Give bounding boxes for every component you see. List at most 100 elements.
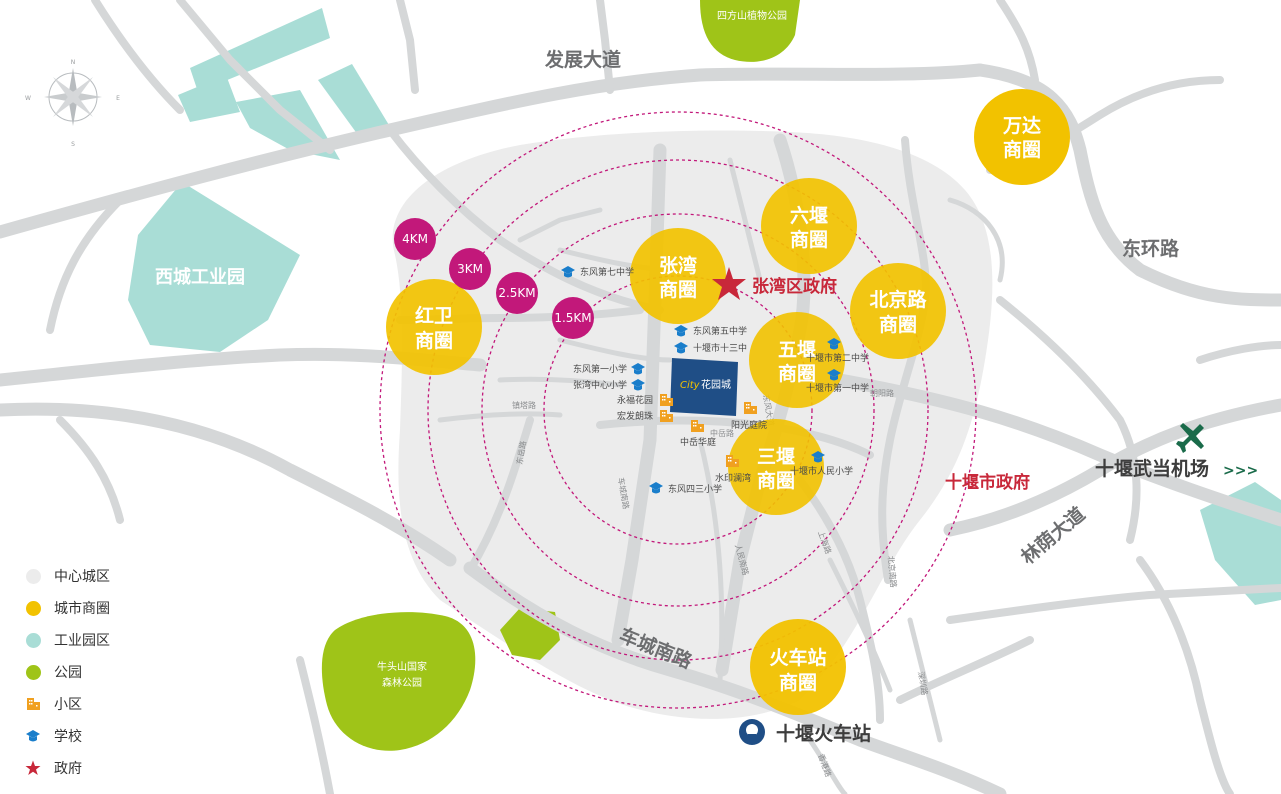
business-circle-label: 张湾 [659,254,697,277]
distance-badge-label: 4KM [402,232,428,246]
road-label-small: 镇塔路 [512,400,536,410]
sifangshan-park-label: 四方山植物公园 [717,9,787,22]
community-marker[interactable]: 宏发朗珠 [617,410,673,422]
shiyan-government-label[interactable]: 十堰市政府 [945,472,1030,493]
business-circle-label: 六堰 [790,204,828,227]
business-circle-label: 红卫 [415,304,453,327]
school-marker[interactable]: 十堰市第二中学 [806,338,869,364]
school-label: 张湾中心小学 [573,379,627,391]
school-label: 十堰市第二中学 [806,352,869,364]
legend-label: 小区 [54,697,82,713]
center-dot-icon [25,568,41,584]
legend-item-park: 公园 [24,656,164,688]
school-marker[interactable]: 十堰市十三中 [674,342,747,354]
railway-icon [739,719,765,745]
project-city-huayuancheng[interactable]: City 花园城 [670,358,738,416]
road-label-small: 北京南路 [886,555,899,588]
compass-w: W [25,95,31,102]
business-circle-label: 三堰 [757,446,795,468]
business-circle-label: 商圈 [778,362,816,385]
community-label: 宏发朗珠 [617,410,653,422]
school-marker[interactable]: 东风第一小学 [573,363,645,375]
distance-badge-2-5km: 2.5KM [496,272,538,314]
compass-n: N [71,59,76,66]
railway-station-label: 十堰火车站 [776,722,871,745]
legend-item-community: 小区 [24,688,164,720]
business-circle-label: 商圈 [659,278,697,301]
legend-item-business: 城市商圈 [24,592,164,624]
compass-e: E [116,95,120,102]
school-marker[interactable]: 东风四三小学 [649,482,722,495]
business-circle-label: 万达 [1002,114,1041,137]
community-label: 阳光庭院 [731,419,767,431]
project-name: 花园城 [701,378,731,391]
school-label: 十堰市人民小学 [790,465,853,477]
school-label: 东风四三小学 [668,483,722,495]
school-marker[interactable]: 张湾中心小学 [573,379,645,391]
legend-label: 公园 [54,665,82,681]
school-marker[interactable]: 东风第七中学 [561,266,634,278]
industrial-zone-n1 [190,8,330,92]
park-dot-icon [25,664,41,680]
legend-item-government: 政府 [24,752,164,784]
school-label: 十堰市第一中学 [806,382,869,394]
school-marker[interactable]: 东风第五中学 [674,325,747,337]
sifangshan-park [700,0,800,62]
business-circle-wanda[interactable]: 万达 商圈 [974,89,1070,185]
business-circle-zhangwan[interactable]: 张湾 商圈 [630,228,726,324]
airport-label: 十堰武当机场 [1095,457,1209,480]
school-icon [26,730,40,742]
distance-badge-1-5km: 1.5KM [552,297,594,339]
business-circle-liuyan[interactable]: 六堰 商圈 [761,178,857,274]
school-marker[interactable]: 十堰市第一中学 [806,369,869,394]
business-circle-label: 商圈 [779,671,817,694]
legend-item-school: 学校 [24,720,164,752]
road-label-small: 深圳路 [916,671,930,696]
map-legend: 中心城区 城市商圈 工业园区 公园 小区 学校 政府 [24,560,164,784]
community-marker[interactable]: 永福花园 [617,394,673,406]
business-circle-label: 北京路 [869,288,927,311]
road-label-donghuan: 东环路 [1122,237,1180,260]
road-label-small: 中岳路 [710,428,734,438]
business-circle-hongwei[interactable]: 红卫 商圈 [386,279,482,375]
business-circle-label: 商圈 [415,329,453,352]
business-circle-railway[interactable]: 火车站 商圈 [750,619,846,715]
legend-label: 中心城区 [54,569,110,585]
business-circle-label: 商圈 [879,313,917,336]
community-icon [27,698,40,710]
school-marker[interactable]: 十堰市人民小学 [790,451,853,477]
business-circle-beijinglu[interactable]: 北京路 商圈 [850,263,946,359]
business-circle-label: 商圈 [757,469,795,492]
community-marker[interactable]: 阳光庭院 [731,402,767,431]
zhangwan-government-label: 张湾区政府 [752,276,837,297]
legend-label: 城市商圈 [54,601,110,617]
industrial-zone-n2 [178,75,240,122]
road-label-small: 香港路 [816,752,834,778]
community-label: 中岳华庭 [680,436,716,448]
legend-label: 学校 [54,729,82,745]
community-label: 水印澜湾 [715,472,751,484]
legend-item-industrial: 工业园区 [24,624,164,656]
compass-s: S [71,141,75,148]
star-icon [712,267,746,300]
railway-station-marker[interactable]: 十堰火车站 [739,719,871,745]
legend-label: 工业园区 [54,633,110,649]
niutoushan-park-label: 森林公园 [382,676,422,689]
project-prefix: City [680,380,701,391]
airport-arrows: >>> [1223,463,1258,479]
business-circle-label: 五堰 [778,339,816,361]
legend-label: 政府 [54,761,82,777]
legend-item-center: 中心城区 [24,560,164,592]
zhangwan-government-marker[interactable]: 张湾区政府 [712,267,837,300]
community-marker[interactable]: 中岳华庭 [680,420,716,448]
business-circle-wuyan[interactable]: 五堰 商圈 [749,312,845,408]
business-circle-sanyan[interactable]: 三堰 商圈 [728,419,824,515]
school-label: 东风第五中学 [693,325,747,337]
community-marker[interactable]: 水印澜湾 [715,455,751,484]
school-label: 十堰市十三中 [693,342,747,354]
distance-badge-label: 3KM [457,262,483,276]
airport-marker[interactable]: 十堰武当机场 >>> [1095,423,1258,480]
industrial-dot-icon [25,632,41,648]
business-dot-icon [25,600,41,616]
